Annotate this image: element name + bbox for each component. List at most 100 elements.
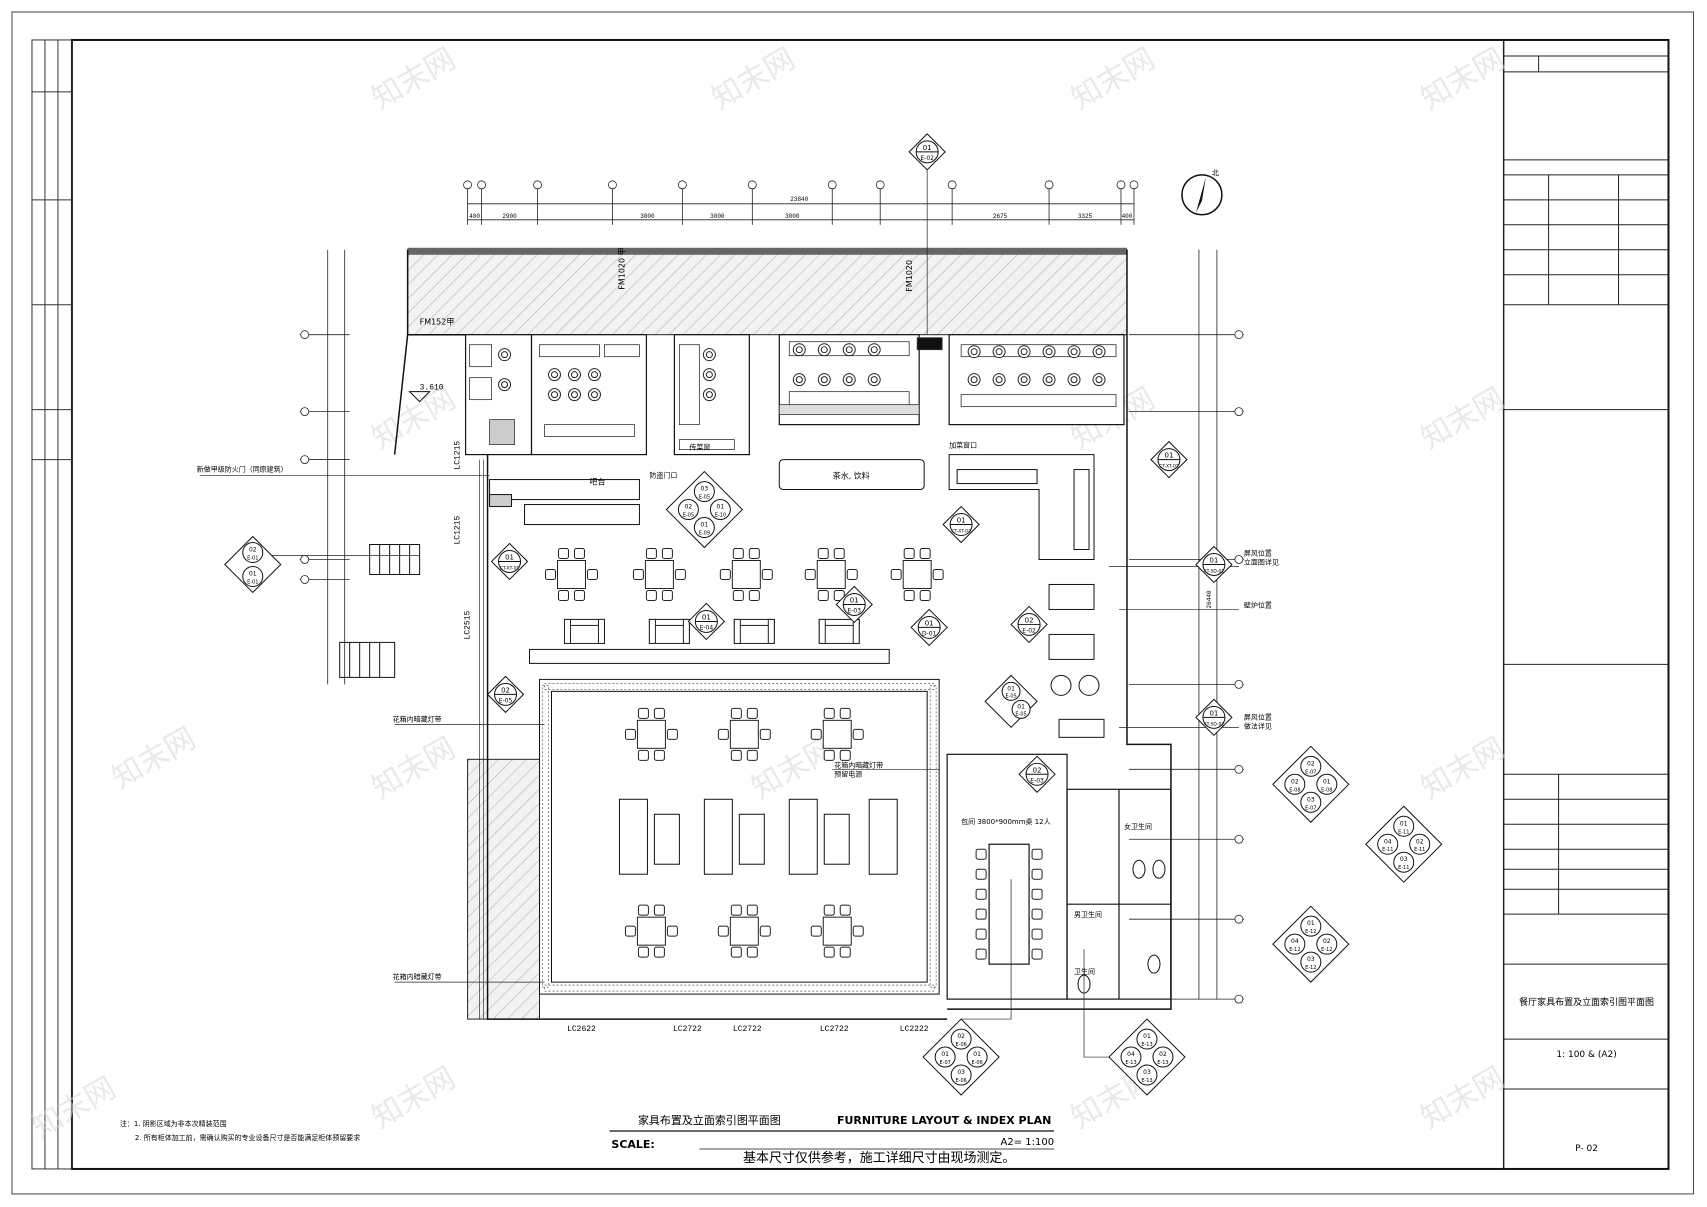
scale-value: A2= 1:100	[1001, 1137, 1055, 1148]
svg-text:E-11: E-11	[1382, 847, 1393, 853]
svg-text:01: 01	[1323, 778, 1331, 785]
flower-box-frame	[539, 678, 940, 995]
svg-text:01: 01	[1165, 452, 1174, 460]
window-strips	[479, 459, 484, 1020]
index-symbol-d7: 02 E-03	[1018, 755, 1056, 793]
index-symbol-d1: 01 E-04	[687, 602, 726, 641]
svg-text:02: 02	[1307, 760, 1315, 767]
svg-text:E-07: E-07	[1305, 769, 1316, 775]
svg-text:3.610: 3.610	[420, 384, 444, 393]
title-block	[1502, 39, 1669, 1169]
svg-text:02: 02	[1033, 766, 1042, 774]
svg-text:E-12: E-12	[1289, 947, 1300, 953]
label-wc: 卫生间	[1074, 967, 1095, 976]
side-window-label: LC1215	[454, 441, 463, 470]
sheet-number: P- 02	[1575, 1144, 1598, 1154]
index-symbol-b1: 02 E-06 01 E-07 01 E-06 03 E-06	[922, 1018, 1000, 1096]
north-wall	[407, 247, 1127, 255]
svg-text:知末网: 知末网	[26, 1071, 121, 1146]
svg-text:03: 03	[1143, 1069, 1151, 1076]
svg-text:E-07: E-07	[940, 1060, 951, 1066]
leader-lines-bottom	[961, 879, 1110, 1058]
top-dim: 3000	[640, 213, 655, 220]
svg-text:知末网: 知末网	[106, 721, 201, 796]
svg-text:知末网: 知末网	[366, 381, 461, 456]
sheet-scale: 1: 100 & (A2)	[1556, 1050, 1616, 1060]
index-symbol-r1: 02 E-07 02 E-08 01 E-08 03 E-07	[1272, 745, 1350, 823]
side-window-label: LC2515	[464, 610, 473, 639]
svg-text:01: 01	[1209, 556, 1218, 564]
svg-text:E-01: E-01	[247, 579, 258, 585]
index-symbol-d5: 02 E-05	[486, 675, 525, 714]
top-dim: 2675	[993, 213, 1008, 220]
svg-text:知末网: 知末网	[1415, 731, 1510, 806]
top-dim: 3000	[785, 213, 800, 220]
window-label: LC2722	[820, 1025, 849, 1034]
private-room	[946, 753, 1068, 1000]
svg-text:E-01: E-01	[247, 555, 258, 561]
north-arrow-icon: 北	[1181, 169, 1223, 216]
index-symbol-bar: 03 E-05 02 E-05 01 E-10 01 E-09	[665, 470, 744, 549]
svg-text:知末网: 知末网	[1415, 1061, 1510, 1136]
svg-text:01: 01	[505, 553, 514, 561]
svg-text:04: 04	[1291, 938, 1299, 945]
svg-text:E-08: E-08	[1321, 787, 1332, 793]
index-symbol-d2: 01 E-03	[835, 585, 873, 624]
index-symbol-north: 01 E-02	[908, 133, 946, 171]
svg-text:03: 03	[1307, 956, 1315, 963]
label-pass-window-1: 防盗门口	[649, 471, 677, 480]
label-screen-2: 屏风位置做法详见	[1244, 712, 1272, 730]
svg-text:01: 01	[925, 619, 934, 627]
svg-text:E-05: E-05	[699, 495, 710, 501]
scale-label: SCALE:	[611, 1138, 654, 1151]
dining-tables-row-1	[545, 548, 944, 601]
index-symbol-r3: 01 E-12 04 E-12 02 E-12 03 E-12	[1272, 905, 1350, 983]
index-symbol-d6: 01 E-05 01 E-05	[984, 674, 1038, 729]
window-label: LC2222	[900, 1025, 929, 1034]
svg-text:03: 03	[1307, 796, 1315, 803]
svg-text:01: 01	[1209, 709, 1218, 717]
svg-text:03: 03	[1400, 856, 1408, 863]
svg-text:E-12: E-12	[1305, 929, 1316, 935]
svg-text:知末网: 知末网	[366, 1061, 461, 1136]
svg-text:E-09: E-09	[699, 531, 710, 537]
svg-text:CT-XT-03: CT-XT-03	[951, 529, 971, 535]
drawing-title-en: FURNITURE LAYOUT & INDEX PLAN	[837, 1114, 1051, 1127]
svg-text:01: 01	[923, 144, 932, 152]
svg-text:02: 02	[1025, 616, 1034, 624]
tea-counter	[778, 459, 925, 491]
restroom-block	[1066, 788, 1172, 1000]
index-symbol-left: 02 E-01 01 E-01	[224, 535, 282, 594]
label-fireplace: 壁炉位置	[1244, 600, 1272, 609]
svg-text:02: 02	[685, 504, 693, 511]
svg-text:E-06: E-06	[955, 1078, 966, 1084]
top-axis-markers	[463, 180, 1139, 190]
index-symbol-r2: 01 E-11 04 E-11 02 E-11 03 E-11	[1365, 805, 1443, 883]
svg-text:XT-SD-02: XT-SD-02	[1204, 721, 1225, 727]
binding-margin-grid	[31, 39, 73, 1170]
left-dimension-chain	[299, 249, 350, 685]
top-dim: 2900	[502, 213, 517, 220]
top-dimension-chain	[467, 184, 1135, 225]
svg-text:E-07: E-07	[1305, 805, 1316, 811]
svg-text:E-04: E-04	[700, 624, 714, 631]
kitchen-equipment	[469, 337, 1117, 450]
svg-text:03: 03	[957, 1069, 965, 1076]
index-symbol-c4: 01 XT-SD-01	[1195, 545, 1233, 584]
svg-text:XT-SD-01: XT-SD-01	[1204, 568, 1225, 574]
svg-text:E-12: E-12	[1321, 947, 1332, 953]
label-fire-door: 新做甲级防火门（同原建筑）	[197, 465, 288, 474]
overall-dimension: 23840	[790, 196, 808, 203]
index-symbol-c1: 01 CT-XT-01	[490, 542, 529, 581]
sheet-outer-border	[11, 11, 1694, 1195]
svg-text:02: 02	[957, 1033, 965, 1040]
svg-text:E-05: E-05	[1015, 711, 1026, 717]
note-line-1: 注：1. 阴影区域为非本次精装范围	[120, 1119, 227, 1128]
svg-text:E-13: E-13	[1141, 1042, 1152, 1048]
booth-sofas	[529, 618, 890, 664]
svg-text:E-10: E-10	[715, 513, 726, 519]
side-window-label: LC1215	[454, 516, 463, 545]
index-symbol-d4: 02 E-02	[1010, 605, 1048, 644]
svg-text:D-01: D-01	[922, 630, 937, 637]
